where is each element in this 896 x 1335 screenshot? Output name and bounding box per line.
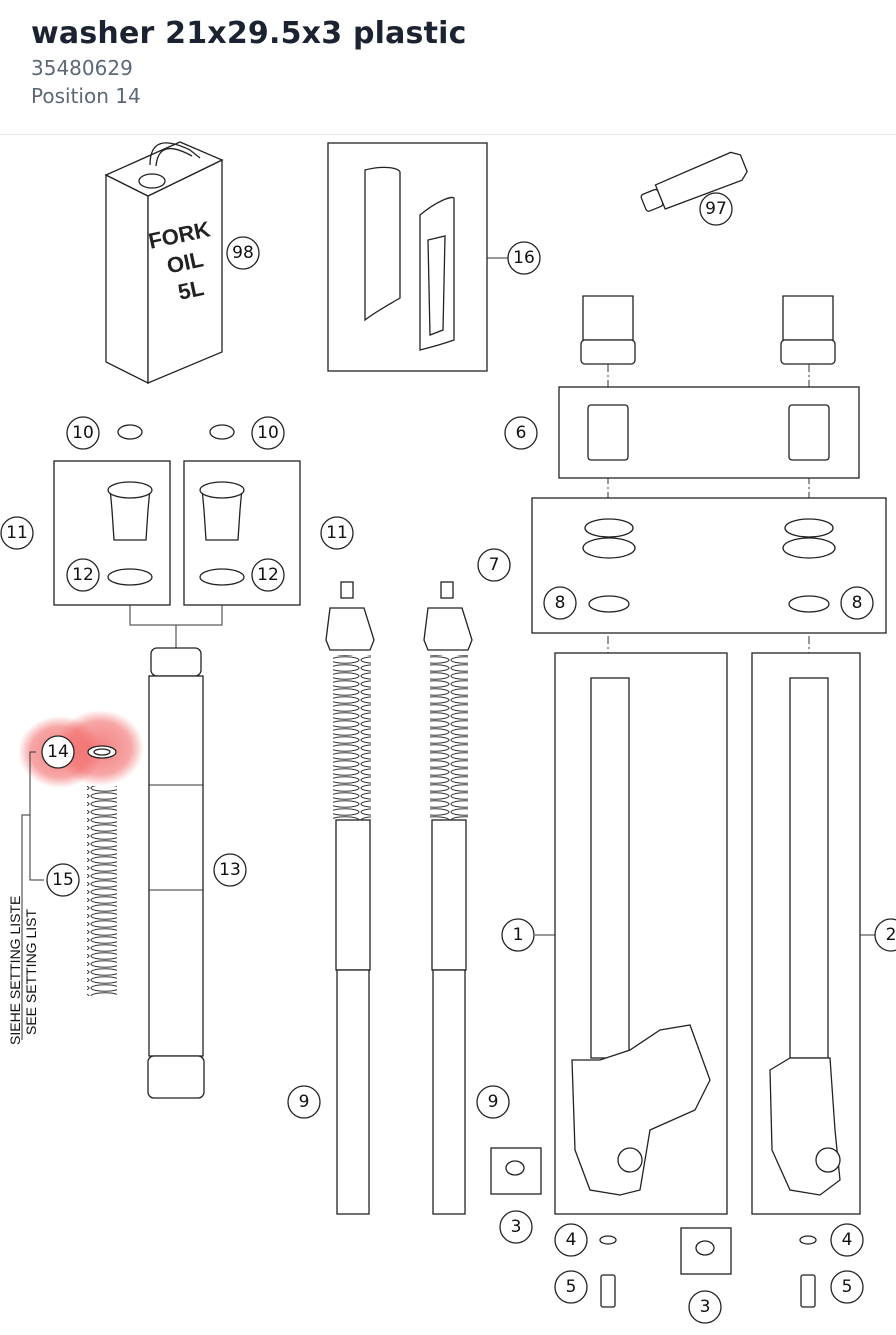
inner-tube-top-left[interactable]	[580, 295, 636, 365]
setting-list-note: SIEHE SETTING LISTE SEE SETTING LIST	[7, 896, 39, 1045]
callout-label: 11	[6, 523, 28, 543]
callout-label: 11	[326, 523, 348, 543]
callout-2[interactable]: 2	[874, 918, 896, 952]
callout-label: 5	[842, 1277, 853, 1297]
bleed-screw-left[interactable]	[490, 1147, 542, 1195]
callout-label: 12	[257, 565, 279, 585]
callout-8[interactable]: 8	[840, 586, 874, 620]
inner-tube-top-right[interactable]	[780, 295, 836, 365]
callout-16[interactable]: 16	[507, 241, 541, 275]
callout-4[interactable]: 4	[830, 1223, 864, 1257]
callout-label: 9	[299, 1092, 310, 1112]
callout-11[interactable]: 11	[320, 516, 354, 550]
callout-97[interactable]: 97	[699, 192, 733, 226]
callout-13[interactable]: 13	[213, 853, 247, 887]
damping-cartridge-right[interactable]	[423, 581, 473, 1215]
callout-4[interactable]: 4	[554, 1223, 588, 1257]
callout-10[interactable]: 10	[251, 416, 285, 450]
callout-9[interactable]: 9	[476, 1085, 510, 1119]
callout-label: 9	[488, 1092, 499, 1112]
callout-label: 15	[52, 870, 74, 890]
washer-21x29-plastic[interactable]	[87, 745, 117, 759]
callout-label: 98	[232, 243, 254, 263]
drain-screw-right[interactable]	[800, 1274, 816, 1308]
callout-9[interactable]: 9	[287, 1085, 321, 1119]
callout-label: 8	[852, 593, 863, 613]
callout-10[interactable]: 10	[66, 416, 100, 450]
fork-oil-can[interactable]: FORK OIL 5L	[104, 141, 224, 385]
highlight-glow	[18, 710, 144, 788]
callout-label: 6	[516, 423, 527, 443]
callout-label: 16	[513, 248, 535, 268]
sticker-set[interactable]	[327, 142, 508, 372]
drain-screw-left[interactable]	[600, 1274, 616, 1308]
callout-label: 12	[72, 565, 94, 585]
part-header: washer 21x29.5x3 plastic 35480629 Positi…	[0, 0, 896, 135]
callout-8[interactable]: 8	[543, 586, 577, 620]
outer-tube[interactable]	[147, 647, 205, 1099]
callout-15[interactable]: 15	[46, 863, 80, 897]
part-number: 35480629	[31, 56, 133, 80]
callout-label: 2	[886, 925, 896, 945]
bleed-screw-right[interactable]	[680, 1227, 732, 1275]
setting-note-de: SIEHE SETTING LISTE	[7, 896, 23, 1045]
callout-label: 4	[566, 1230, 577, 1250]
lower-leg-left[interactable]	[554, 652, 728, 1215]
callout-11[interactable]: 11	[0, 516, 34, 550]
seal-set[interactable]	[531, 497, 887, 634]
grease-tube[interactable]	[638, 149, 749, 217]
callout-3[interactable]: 3	[688, 1290, 722, 1324]
callout-label: 3	[511, 1217, 522, 1237]
exploded-parts-diagram: FORK OIL 5L	[0, 141, 896, 1324]
callout-label: 3	[700, 1297, 711, 1317]
callout-label: 13	[219, 860, 241, 880]
lower-leg-right[interactable]	[751, 652, 861, 1215]
fork-spring[interactable]	[87, 786, 117, 996]
callout-14[interactable]: 14	[41, 735, 75, 769]
drain-washer-right[interactable]	[799, 1235, 817, 1245]
part-position: Position 14	[31, 84, 141, 108]
can-label-line3: 5L	[176, 275, 206, 305]
callout-1[interactable]: 1	[501, 918, 535, 952]
callout-6[interactable]: 6	[504, 416, 538, 450]
callout-12[interactable]: 12	[251, 558, 285, 592]
callout-5[interactable]: 5	[830, 1270, 864, 1304]
callout-label: 1	[513, 925, 524, 945]
callout-98[interactable]: 98	[226, 236, 260, 270]
bushing-set[interactable]	[558, 386, 860, 479]
callout-label: 14	[47, 742, 69, 762]
callout-7[interactable]: 7	[477, 548, 511, 582]
callout-3[interactable]: 3	[499, 1210, 533, 1244]
damping-cartridge-left[interactable]	[325, 581, 375, 1215]
setting-note-en: SEE SETTING LIST	[23, 909, 39, 1035]
callout-label: 5	[566, 1277, 577, 1297]
callout-label: 10	[72, 423, 94, 443]
callout-12[interactable]: 12	[66, 558, 100, 592]
callout-label: 8	[555, 593, 566, 613]
callout-label: 7	[489, 555, 500, 575]
drain-washer-left[interactable]	[599, 1235, 617, 1245]
callout-label: 97	[705, 199, 727, 219]
callout-label: 4	[842, 1230, 853, 1250]
callout-label: 10	[257, 423, 279, 443]
callout-5[interactable]: 5	[554, 1270, 588, 1304]
part-title: washer 21x29.5x3 plastic	[31, 16, 467, 51]
